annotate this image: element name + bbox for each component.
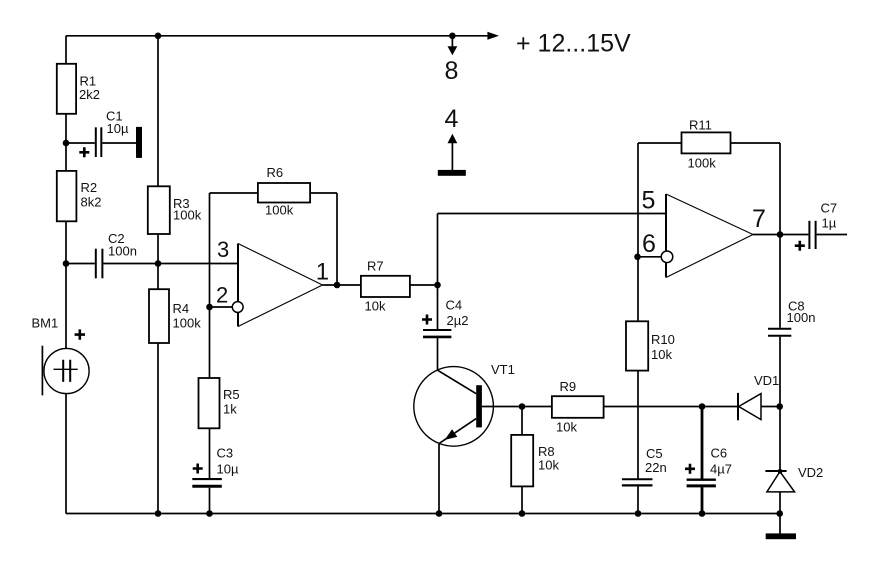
svg-text:R10: R10 (651, 332, 675, 347)
svg-text:VT1: VT1 (491, 362, 515, 377)
svg-text:C2: C2 (108, 231, 125, 246)
svg-text:100k: 100k (265, 203, 294, 218)
svg-text:100k: 100k (173, 316, 202, 331)
svg-text:4: 4 (445, 105, 459, 133)
svg-text:1µ: 1µ (822, 216, 837, 231)
svg-text:4µ7: 4µ7 (710, 462, 732, 477)
svg-text:R3: R3 (173, 196, 190, 211)
svg-text:R7: R7 (367, 259, 384, 274)
svg-text:100k: 100k (688, 156, 717, 171)
svg-text:10µ: 10µ (217, 462, 239, 477)
svg-text:VD2: VD2 (798, 465, 823, 480)
svg-text:8: 8 (445, 57, 459, 85)
svg-text:7: 7 (752, 205, 766, 233)
svg-text:C5: C5 (646, 446, 663, 461)
svg-text:22n: 22n (645, 460, 667, 475)
svg-text:C7: C7 (821, 201, 838, 216)
svg-text:6: 6 (642, 230, 656, 258)
svg-text:10k: 10k (365, 299, 386, 314)
svg-text:C3: C3 (217, 446, 234, 461)
svg-text:R2: R2 (81, 180, 98, 195)
svg-text:C6: C6 (711, 446, 728, 461)
svg-text:R4: R4 (173, 301, 190, 316)
svg-text:R1: R1 (80, 74, 97, 89)
svg-text:100n: 100n (108, 244, 137, 259)
svg-text:R8: R8 (538, 444, 555, 459)
svg-text:10µ: 10µ (107, 121, 129, 136)
svg-text:3: 3 (217, 237, 229, 262)
svg-text:10k: 10k (651, 347, 672, 362)
svg-text:C1: C1 (106, 109, 123, 124)
svg-text:R11: R11 (689, 118, 712, 133)
svg-text:100n: 100n (787, 310, 816, 325)
svg-text:R9: R9 (560, 379, 577, 394)
svg-text:2µ2: 2µ2 (447, 313, 469, 328)
svg-text:2: 2 (216, 283, 228, 308)
svg-text:10k: 10k (538, 458, 559, 473)
svg-text:VD1: VD1 (754, 373, 779, 388)
svg-text:100k: 100k (173, 208, 202, 223)
svg-text:1: 1 (316, 259, 329, 286)
svg-text:5: 5 (642, 187, 656, 215)
svg-text:C4: C4 (446, 298, 463, 313)
svg-text:BM1: BM1 (32, 316, 59, 331)
svg-text:R6: R6 (267, 165, 284, 180)
svg-text:8k2: 8k2 (81, 195, 102, 210)
svg-text:R5: R5 (223, 387, 240, 402)
svg-text:C8: C8 (788, 299, 805, 314)
svg-text:10k: 10k (556, 420, 577, 435)
svg-text:+ 12...15V: + 12...15V (516, 30, 631, 58)
svg-text:2k2: 2k2 (79, 87, 100, 102)
svg-text:1k: 1k (223, 402, 237, 417)
